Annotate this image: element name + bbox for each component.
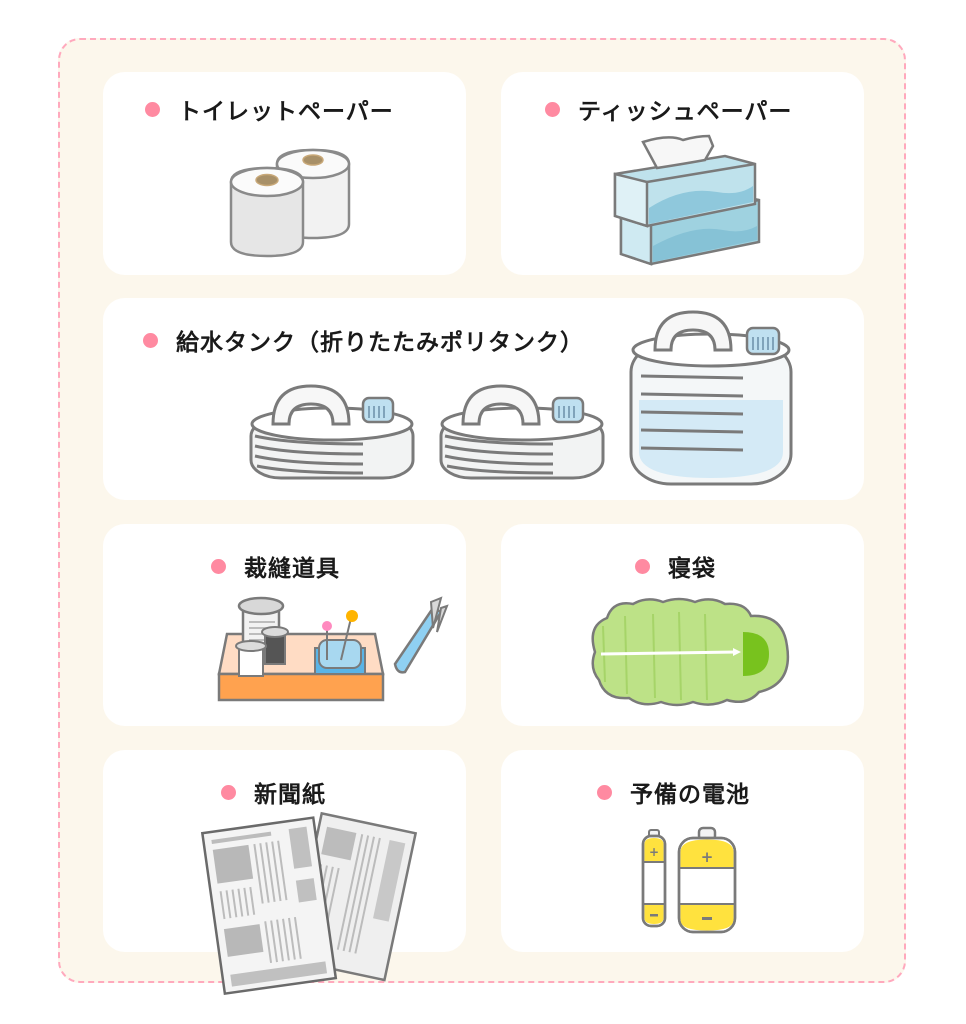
card-toilet-paper: トイレットペーパー xyxy=(103,72,466,275)
card-tissue-paper: ティッシュペーパー xyxy=(501,72,864,275)
batteries-icon: + + xyxy=(641,826,741,934)
svg-text:+: + xyxy=(649,845,659,859)
sleeping-bag-icon xyxy=(587,596,793,708)
svg-text:+: + xyxy=(701,848,714,866)
item-title: ティッシュペーパー xyxy=(545,92,792,126)
bullet-icon xyxy=(545,101,560,117)
bullet-icon xyxy=(221,784,236,800)
item-label: 裁縫道具 xyxy=(244,556,340,582)
item-label: トイレットペーパー xyxy=(178,99,394,125)
bullet-icon xyxy=(211,558,226,574)
card-spare-batteries: 予備の電池 + + xyxy=(501,750,864,952)
item-label: 予備の電池 xyxy=(630,782,750,808)
bullet-icon xyxy=(145,101,160,117)
toilet-paper-rolls-icon xyxy=(229,146,353,258)
newspaper-icon xyxy=(200,811,418,996)
card-sewing-kit: 裁縫道具 xyxy=(103,524,466,726)
card-water-tank: 給水タンク（折りたたみポリタンク） xyxy=(103,298,864,500)
item-title: 新聞紙 xyxy=(221,775,326,809)
item-label: ティッシュペーパー xyxy=(578,99,793,125)
item-title: 寝袋 xyxy=(635,549,716,583)
item-title: 予備の電池 xyxy=(597,775,750,809)
sewing-kit-icon xyxy=(217,596,449,702)
bullet-icon xyxy=(143,332,158,348)
item-label: 寝袋 xyxy=(668,556,716,582)
tissue-boxes-icon xyxy=(613,134,763,270)
card-sleeping-bag: 寝袋 xyxy=(501,524,864,726)
item-title: 裁縫道具 xyxy=(211,549,340,583)
item-label: 新聞紙 xyxy=(254,782,326,808)
bullet-icon xyxy=(597,784,612,800)
folding-water-tank-icon xyxy=(249,310,793,488)
item-label: 給水タンク（折りたたみポリタンク） xyxy=(176,330,584,356)
bullet-icon xyxy=(635,558,650,574)
item-title: トイレットペーパー xyxy=(145,92,394,126)
item-title: 給水タンク（折りたたみポリタンク） xyxy=(143,323,584,357)
